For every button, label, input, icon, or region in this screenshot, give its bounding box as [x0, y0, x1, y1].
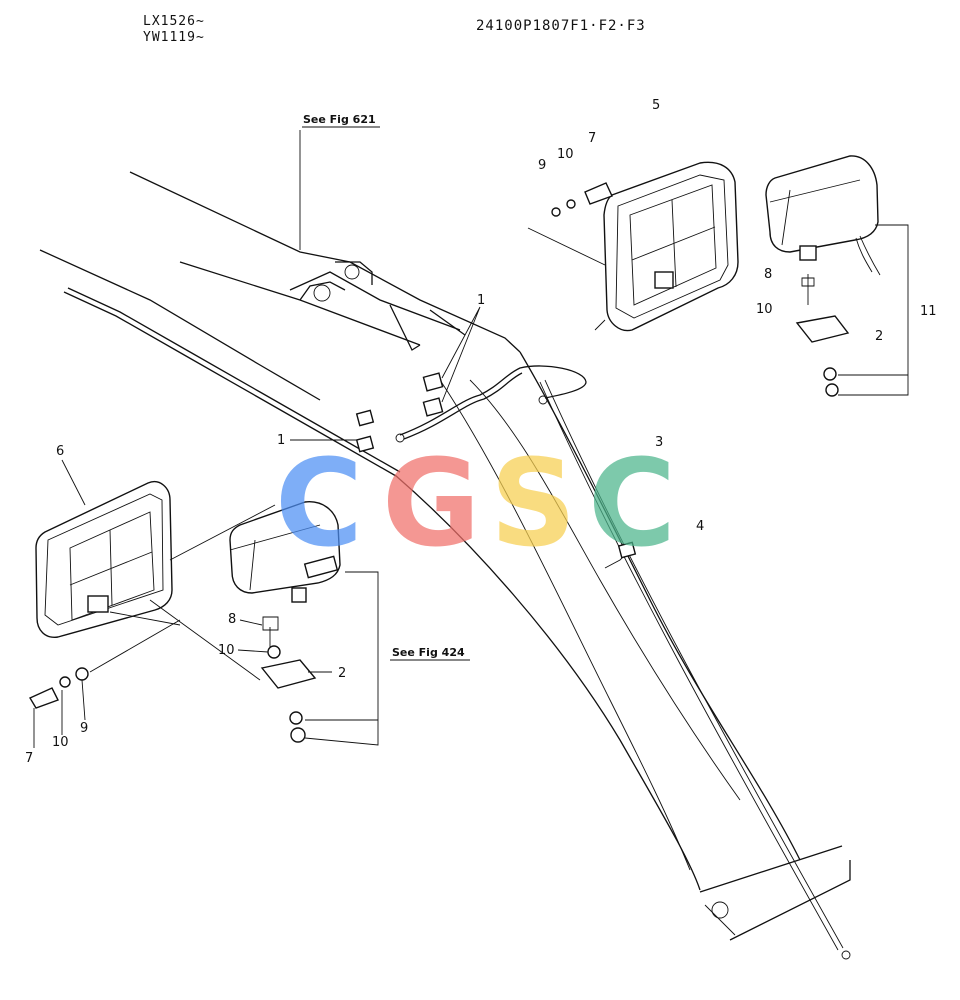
callout-10-left-lower: 10 [52, 735, 69, 750]
boom [39, 171, 851, 960]
wire-harness [395, 365, 587, 443]
right-fasteners [551, 182, 613, 217]
callout-1-upper: 1 [477, 293, 485, 308]
serial-range-1: LX1526~ [143, 14, 205, 29]
callout-10-right-bottom: 10 [756, 302, 773, 317]
watermark-letter-s: S [490, 435, 576, 574]
ref-fig-424[interactable]: See Fig 424 [392, 646, 465, 659]
callout-9-right: 9 [538, 158, 546, 173]
right-bracket-hardware [795, 274, 850, 397]
serial-range-2: YW1119~ [143, 30, 205, 45]
ref-fig-621[interactable]: See Fig 621 [303, 113, 376, 126]
callout-11: 11 [920, 304, 937, 319]
left-light-guard [35, 481, 276, 681]
left-bracket-hardware [260, 616, 317, 743]
cgsc-watermark: C G S C [275, 435, 676, 574]
callout-2-left: 2 [338, 666, 346, 681]
callout-7-left: 7 [25, 751, 33, 766]
callout-2-right: 2 [875, 329, 883, 344]
callout-8-left: 8 [228, 612, 236, 627]
watermark-letter-g: G [382, 435, 481, 574]
callout-4: 4 [696, 519, 704, 534]
callout-5: 5 [652, 98, 660, 113]
callout-9-left: 9 [80, 721, 88, 736]
right-light-guard [603, 161, 739, 332]
callout-10-right-top: 10 [557, 147, 574, 162]
callout-3: 3 [655, 435, 663, 450]
watermark-letter-c1: C [275, 435, 363, 574]
watermark-letter-c2: C [588, 435, 676, 574]
callout-10-left-upper: 10 [218, 643, 235, 658]
left-fasteners [28, 667, 89, 709]
callout-8-right: 8 [764, 267, 772, 282]
right-work-light [765, 155, 881, 276]
callout-6: 6 [56, 444, 64, 459]
boom-bracket [179, 261, 466, 351]
callout-1-lower: 1 [277, 433, 285, 448]
callout-7-right: 7 [588, 131, 596, 146]
left-work-light [229, 501, 341, 603]
part-number: 24100P1807F1·F2·F3 [476, 18, 646, 34]
clip-parts [355, 372, 444, 453]
